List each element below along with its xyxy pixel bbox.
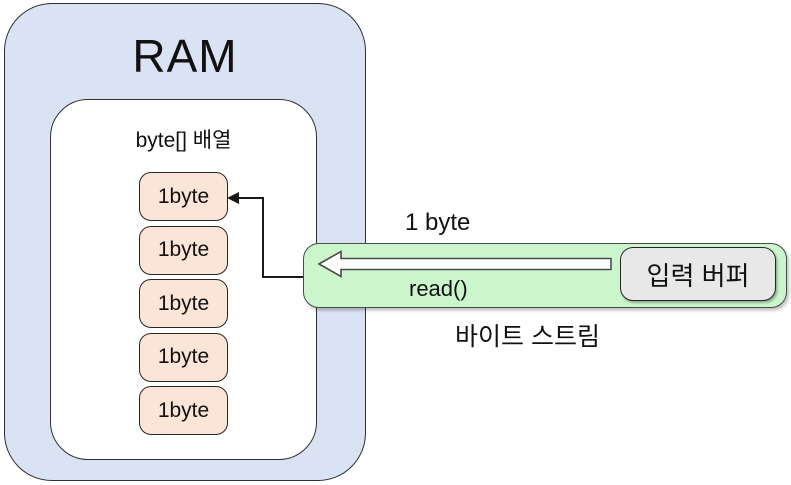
byte-array-box: byte[] 배열 1byte 1byte 1byte 1byte 1byte (50, 99, 317, 460)
one-byte-label: 1 byte (405, 209, 471, 236)
byte-cell: 1byte (139, 172, 228, 221)
byte-cell: 1byte (139, 386, 228, 435)
ram-label: RAM (132, 30, 238, 82)
byte-array-label: byte[] 배열 (135, 129, 232, 152)
byte-stream-label: 바이트 스트림 (455, 323, 600, 351)
byte-cell: 1byte (139, 332, 228, 382)
byte-cell: 1byte (139, 225, 228, 275)
input-buffer-box: 입력 버퍼 (620, 247, 776, 301)
input-buffer-label: 입력 버퍼 (646, 260, 750, 291)
read-method-label: read() (409, 276, 468, 301)
byte-cell: 1byte (139, 279, 228, 328)
byte-cell-stack: 1byte 1byte 1byte 1byte 1byte (51, 172, 316, 435)
